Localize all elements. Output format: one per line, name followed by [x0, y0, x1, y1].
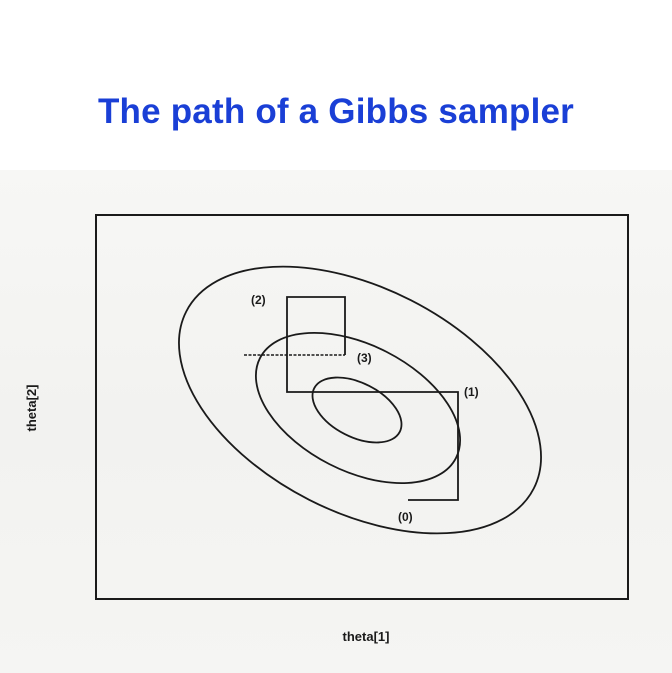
x-axis-label: theta[1] — [343, 629, 390, 644]
sampler-path — [286, 296, 459, 501]
plot-frame — [95, 214, 629, 600]
point-label-2: (2) — [251, 293, 266, 307]
inner-contour — [311, 376, 403, 444]
point-label-0: (0) — [398, 510, 413, 524]
outer-contour — [178, 265, 542, 535]
middle-contour — [255, 331, 461, 485]
point-label-3: (3) — [357, 351, 372, 365]
point-label-1: (1) — [464, 385, 479, 399]
scanned-figure-background — [0, 170, 672, 673]
y-axis-label: theta[2] — [24, 385, 39, 432]
slide-title: The path of a Gibbs sampler — [97, 92, 575, 131]
